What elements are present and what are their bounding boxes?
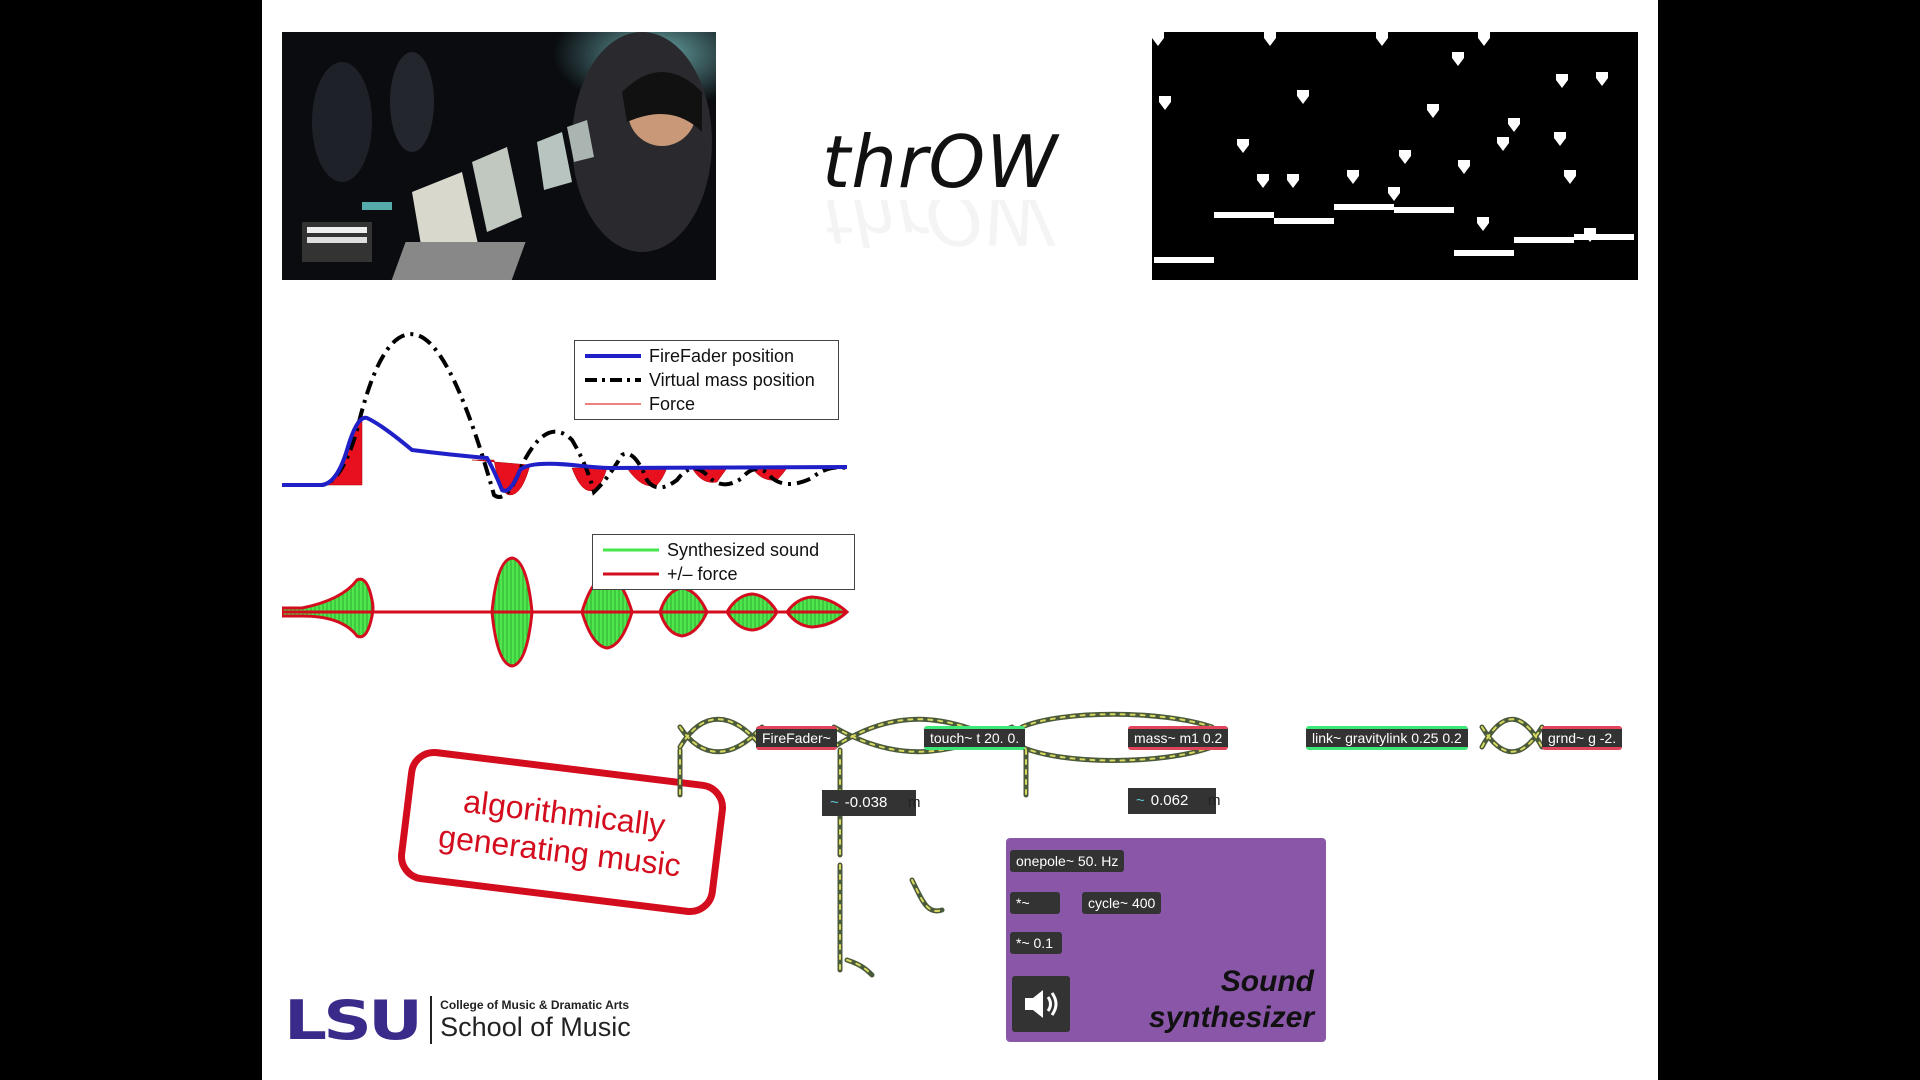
- performers-photo: [282, 32, 716, 280]
- legend-item-firefader: FireFader position: [585, 345, 795, 366]
- tilde-icon: ~: [1136, 792, 1145, 809]
- legend-item-force: +/– force: [603, 563, 738, 584]
- position-force-chart: [282, 320, 862, 510]
- firefader-line: [282, 415, 848, 493]
- synthesized-sound-chart: [280, 520, 862, 670]
- left-readout[interactable]: ~-0.038: [822, 790, 916, 816]
- logo-school: School of Music: [440, 1011, 631, 1042]
- legend-item-force: Force: [585, 393, 696, 414]
- lsu-logo: LSU College of Music & Dramatic Arts Sch…: [284, 988, 664, 1052]
- sound-synthesizer-panel: onepole~ 50. Hz *~ cycle~ 400 *~ 0.1 Sou…: [1006, 838, 1326, 1042]
- mass-object[interactable]: mass~ m1 0.2: [1128, 726, 1229, 750]
- speaker-icon[interactable]: [1012, 976, 1070, 1032]
- slide-title: thrOW: [822, 120, 1059, 204]
- chart2-legend: Synthesized sound +/– force: [592, 534, 855, 590]
- tilde-icon: ~: [830, 794, 839, 811]
- onepole-object[interactable]: onepole~ 50. Hz: [1010, 850, 1125, 872]
- link-object[interactable]: link~ gravitylink 0.25 0.2: [1306, 726, 1468, 750]
- slide: thrOW thrOW: [262, 0, 1658, 1080]
- cycle-object[interactable]: cycle~ 400: [1082, 892, 1162, 914]
- left-readout-unit: m: [908, 794, 921, 811]
- firefader-object[interactable]: FireFader~: [756, 726, 837, 750]
- grnd-object[interactable]: grnd~ g -2.: [1542, 726, 1623, 750]
- synth-label: Sound synthesizer: [1148, 965, 1314, 1034]
- right-readout[interactable]: ~0.062: [1128, 788, 1216, 814]
- legend-item-synthesized-sound: Synthesized sound: [603, 539, 820, 560]
- multiply-object[interactable]: *~: [1010, 892, 1060, 914]
- logo-divider: [430, 996, 433, 1044]
- legend-item-virtual-mass: Virtual mass position: [585, 369, 815, 390]
- chart1-legend: FireFader position Virtual mass position…: [574, 340, 839, 420]
- logo-college: College of Music & Dramatic Arts: [440, 997, 630, 1012]
- game-screenshot: [1152, 32, 1638, 280]
- right-readout-unit: m: [1208, 792, 1221, 809]
- lsu-mark: LSU: [284, 988, 423, 1052]
- touch-object[interactable]: touch~ t 20. 0.: [924, 726, 1026, 750]
- multiply-gain-object[interactable]: *~ 0.1: [1010, 932, 1062, 954]
- patch-cords: [677, 711, 1545, 978]
